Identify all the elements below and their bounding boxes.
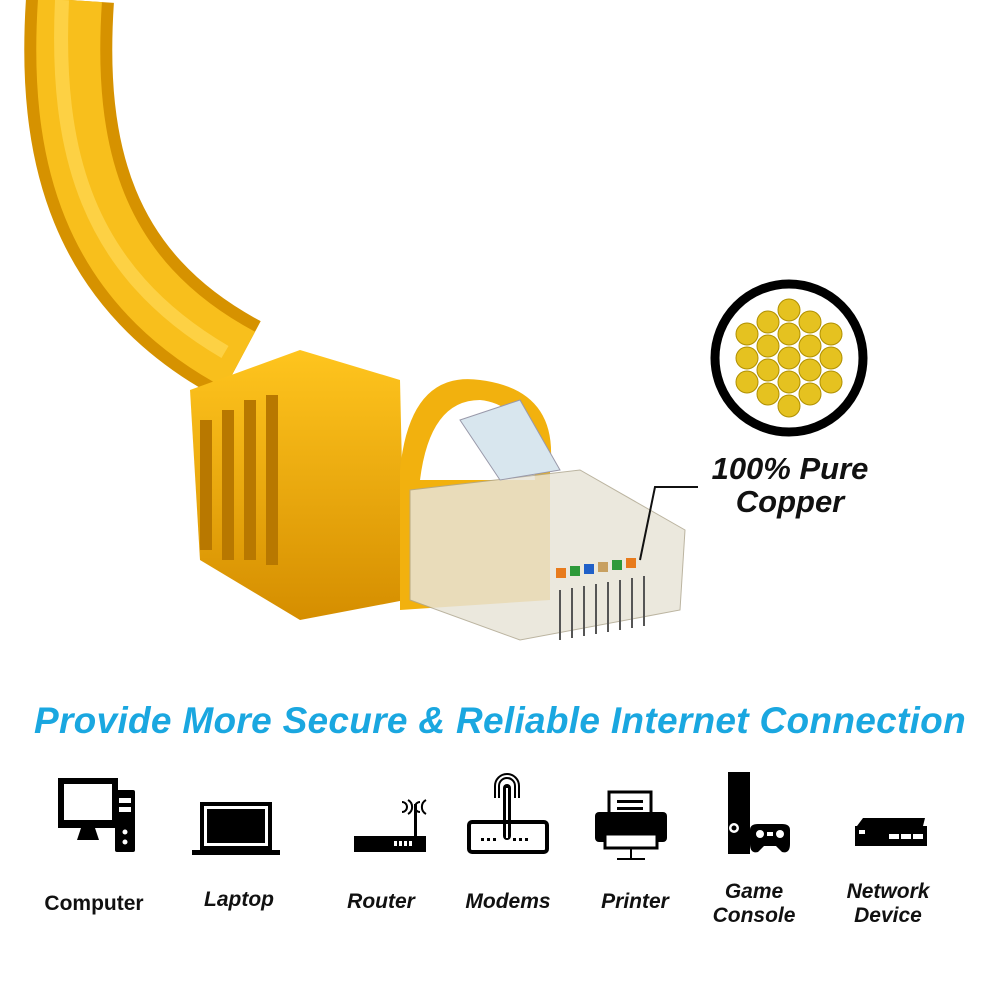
device-label-modems: Modems <box>465 890 551 913</box>
computer-icon <box>33 770 163 860</box>
game-console-icon <box>690 770 820 870</box>
headline: Provide More Secure & Reliable Internet … <box>34 700 966 741</box>
laptop-icon <box>173 770 303 860</box>
device-label-laptop: Laptop <box>204 888 274 911</box>
copper-label-line2: Copper <box>735 484 845 519</box>
device-label-game-line2: Console <box>712 904 796 927</box>
copper-cross-section-icon <box>710 279 868 437</box>
copper-label-line1: 100% Pure <box>711 451 869 486</box>
device-label-network-line2: Device <box>854 904 922 927</box>
cable <box>24 0 262 399</box>
device-label-network-line1: Network <box>846 880 930 903</box>
copper-label: 100% Pure Copper <box>700 452 880 518</box>
printer-icon <box>567 770 697 870</box>
router-icon <box>315 770 445 860</box>
modem-icon <box>443 770 573 860</box>
network-device-icon <box>823 770 953 860</box>
rj45-plug <box>409 399 698 641</box>
device-label-game-line1: Game <box>724 880 784 903</box>
device-label-game-console: Game Console <box>684 880 824 928</box>
device-label-router: Router <box>347 890 415 913</box>
device-label-printer: Printer <box>601 890 669 913</box>
ethernet-cable-illustration <box>24 0 868 641</box>
device-label-computer: Computer <box>44 892 144 915</box>
device-label-network-device: Network Device <box>818 880 958 928</box>
